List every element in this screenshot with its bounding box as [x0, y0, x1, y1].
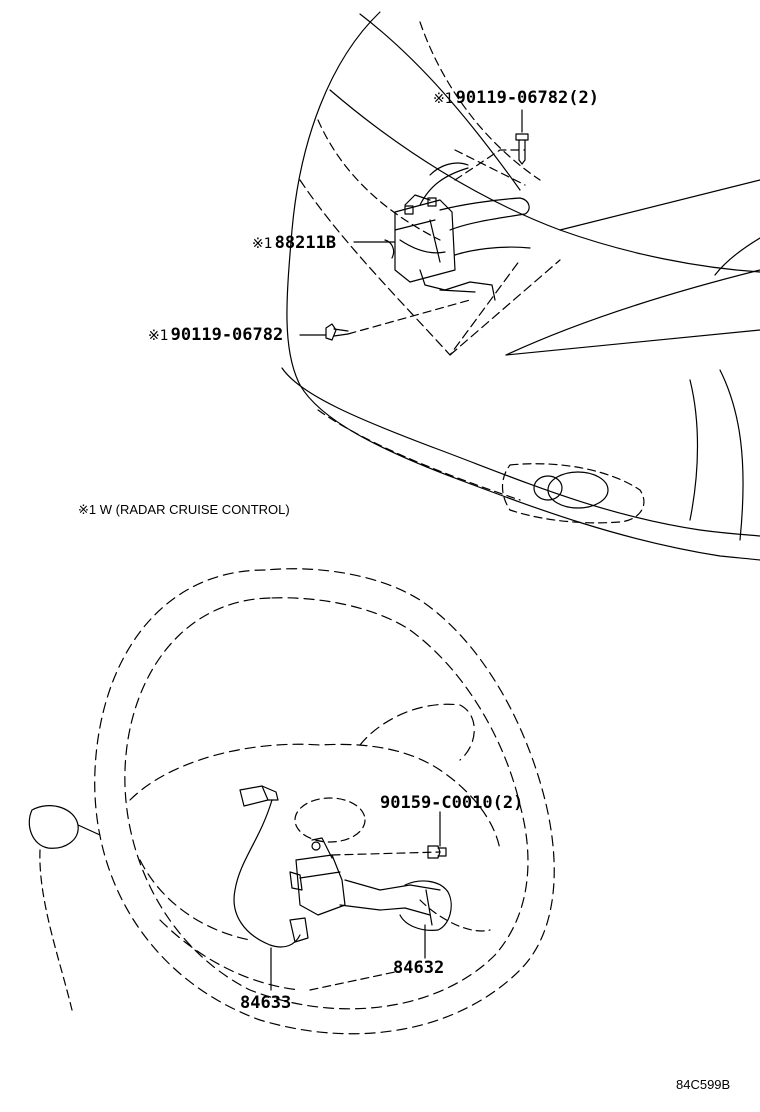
- part-number: 88211B: [274, 233, 337, 253]
- screw-icon: [427, 845, 447, 859]
- part-number: 90119-06782: [170, 325, 284, 345]
- callout-switch: 84632: [393, 960, 444, 977]
- footnote: ※1 W (RADAR CRUISE CONTROL): [78, 502, 290, 518]
- bolt-left-icon: [325, 323, 349, 341]
- leader-lines-lower: [270, 811, 441, 991]
- callout-screw: 90159-C0010(2): [380, 795, 523, 812]
- callout-mark: ※1: [433, 91, 454, 107]
- vehicle-front-outline: [281, 11, 760, 561]
- callout-mark: ※1: [148, 328, 169, 344]
- diagram-code: 84C599B: [676, 1077, 731, 1092]
- part-number: 90119-06782: [455, 88, 569, 108]
- part-number: 84632: [393, 958, 445, 978]
- wire-harness: [233, 785, 309, 948]
- bolt-top-icon: [515, 133, 529, 165]
- leader-lines-upper: [299, 109, 523, 336]
- steering-wheel-outline: [28, 568, 555, 1035]
- footnote-text: W (RADAR CRUISE CONTROL): [99, 502, 290, 517]
- callout-mark: ※1: [252, 236, 273, 252]
- radar-sensor-assembly: [384, 149, 531, 301]
- quantity: (2): [492, 793, 524, 813]
- quantity: (2): [568, 88, 599, 108]
- part-number: 90159-C0010: [380, 793, 493, 813]
- part-number: 84633: [240, 993, 292, 1013]
- footnote-mark: ※1: [78, 502, 97, 517]
- cruise-switch-assembly: [289, 837, 452, 931]
- callout-wire: 84633: [240, 995, 291, 1012]
